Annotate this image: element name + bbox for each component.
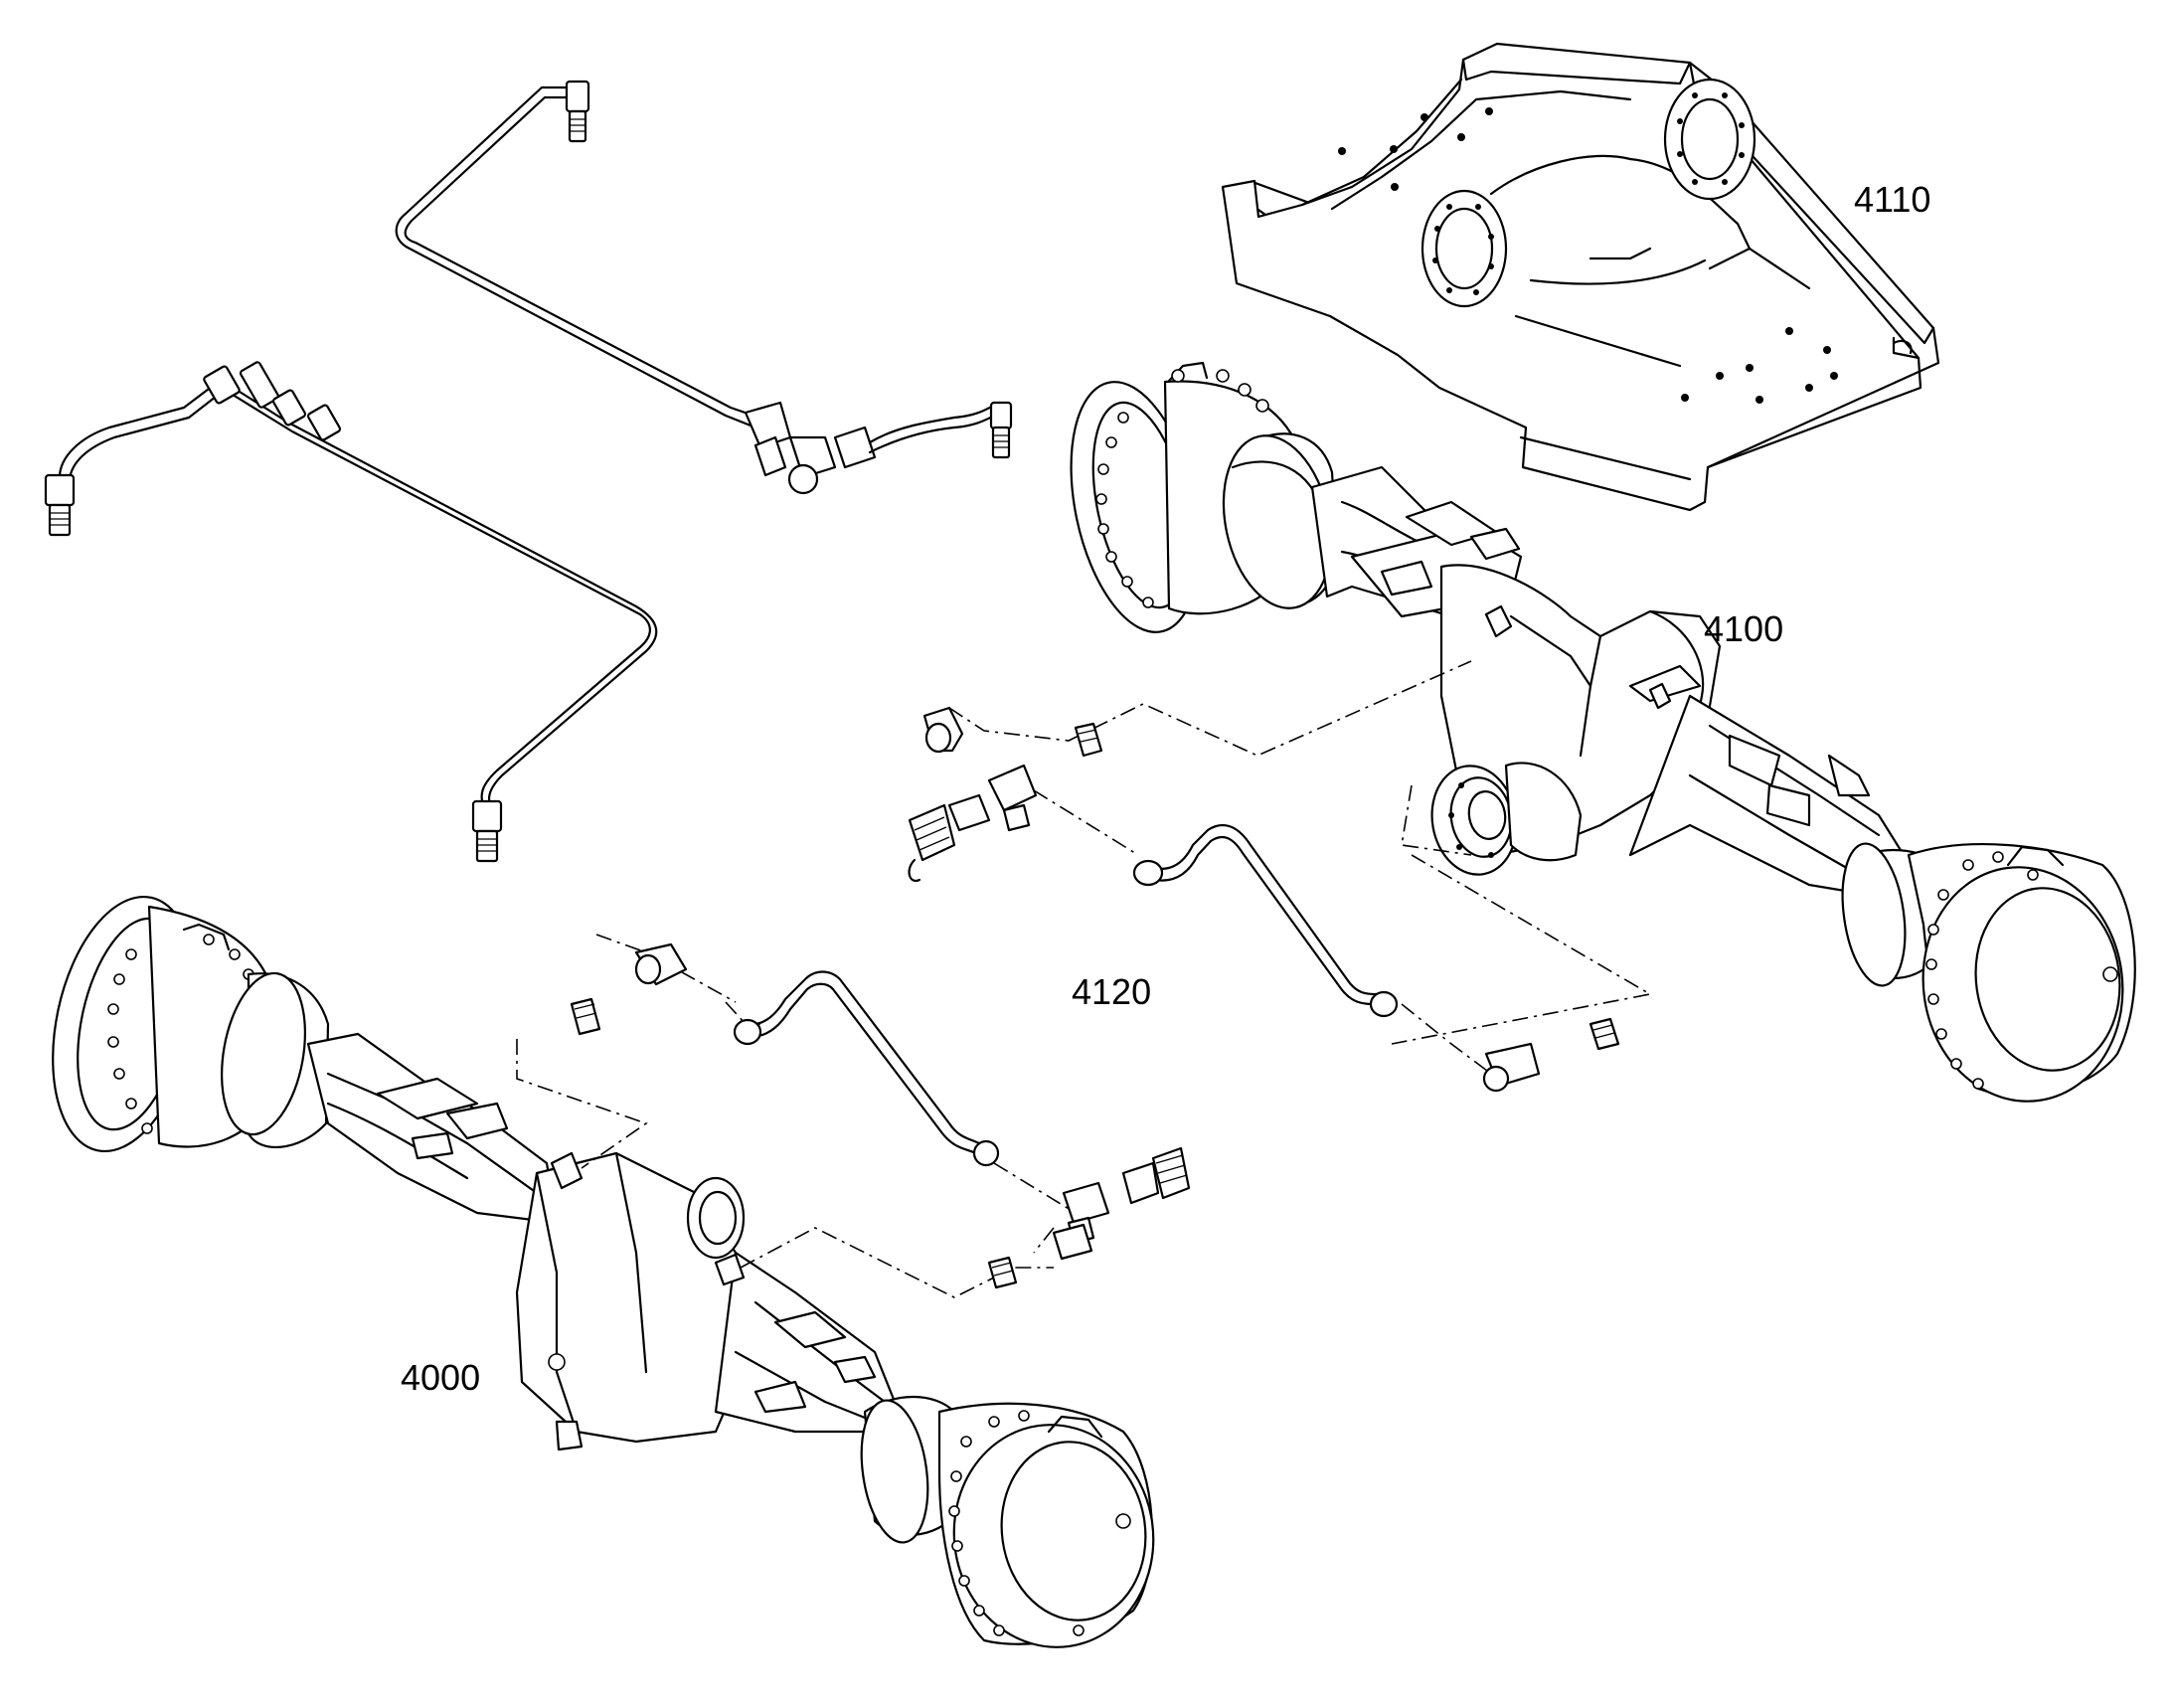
brake-line-lower xyxy=(44,361,658,863)
callout-4000: 4000 xyxy=(401,1357,481,1398)
brake-fittings-kit xyxy=(516,660,1653,1298)
callout-4100: 4100 xyxy=(1704,608,1784,649)
callout-4110: 4110 xyxy=(1854,179,1931,220)
callout-4120: 4120 xyxy=(1072,971,1152,1012)
brake-line-upper xyxy=(395,80,1013,495)
front-axle-assembly xyxy=(52,895,1155,1648)
axle-support-bracket xyxy=(1221,42,1940,512)
rear-axle-assembly xyxy=(1070,361,2136,1103)
